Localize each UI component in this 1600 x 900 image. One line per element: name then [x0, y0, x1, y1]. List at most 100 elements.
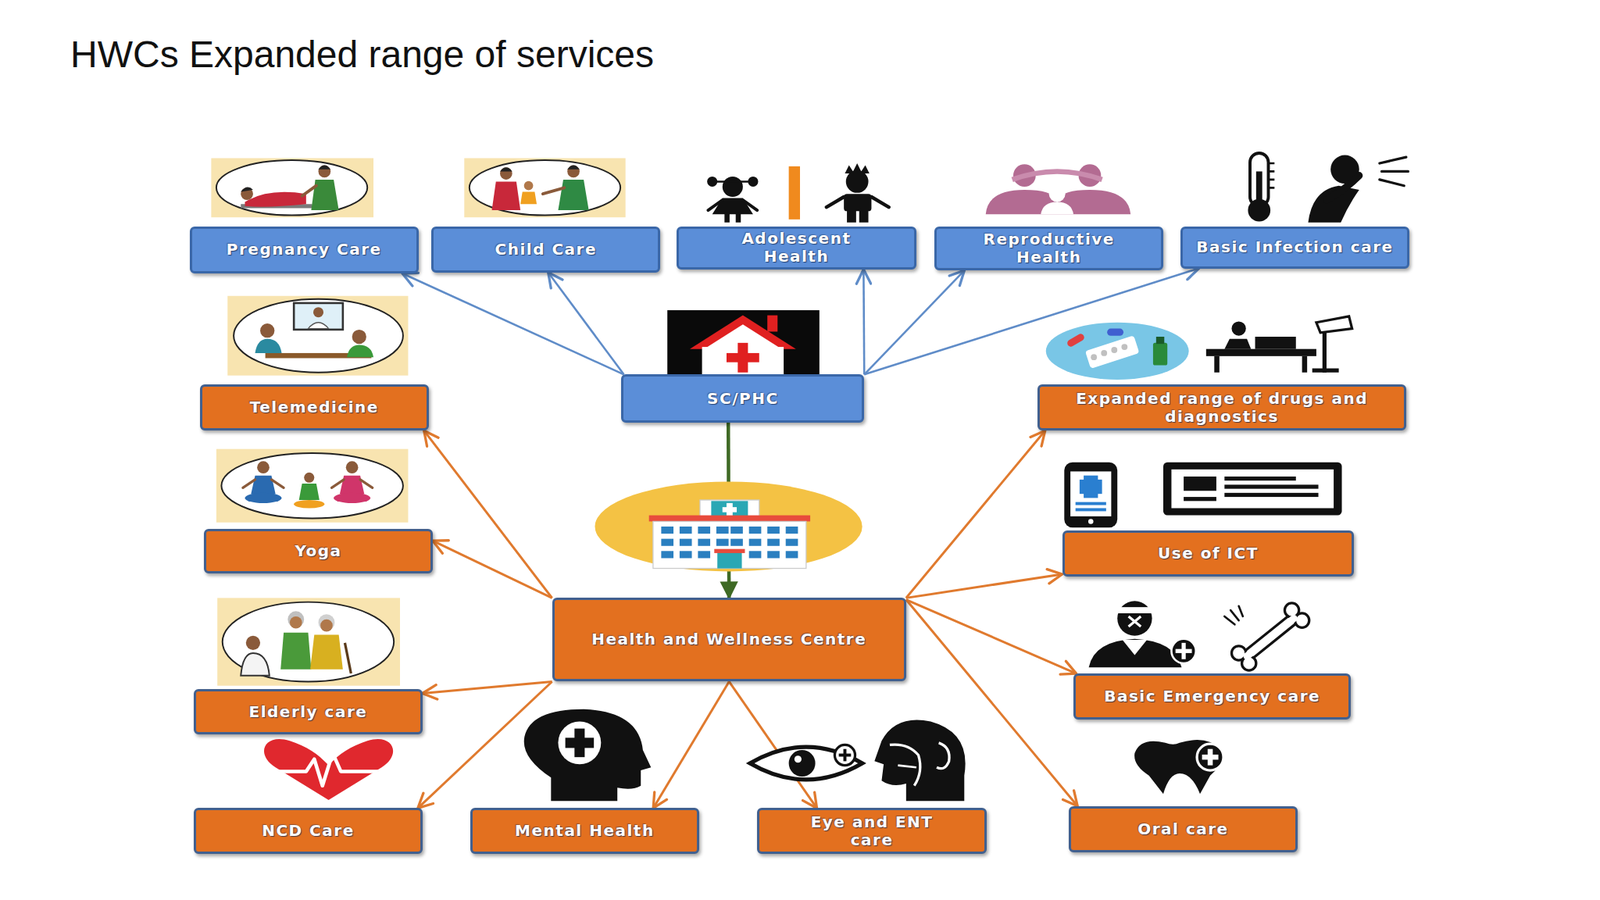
hwc-building-icon — [785, 539, 799, 547]
pregnancy-illustration — [240, 187, 254, 200]
service-box: Telemedicine — [200, 384, 429, 431]
elderly-illustration — [310, 634, 343, 669]
diagnostic-equipment-icon — [1206, 349, 1317, 357]
elderly-illustration — [217, 597, 400, 686]
adolescent-icon — [846, 170, 869, 193]
telemedicine-illustration — [255, 339, 283, 354]
hwc-building-icon — [749, 550, 762, 558]
service-box: Reproductive Health — [934, 226, 1164, 271]
connector-arrow — [906, 574, 1063, 598]
hwc-building-icon — [767, 526, 780, 534]
node-label: Basic Emergency care — [1103, 687, 1321, 706]
emergency-icon — [1246, 618, 1294, 657]
emergency-icon — [1089, 600, 1310, 671]
service-box: NCD Care — [193, 807, 423, 854]
mental-health-icon — [565, 737, 595, 748]
yoga-illustration — [331, 479, 372, 488]
mental-health-icon — [557, 721, 601, 765]
emergency-icon — [1181, 642, 1186, 660]
child-care-illustration — [542, 187, 565, 194]
elderly-illustration — [246, 635, 261, 650]
heart-icon — [264, 739, 393, 800]
elderly-illustration — [289, 616, 303, 629]
hwc-building-icon — [749, 526, 762, 534]
hwc-building-icon — [785, 526, 799, 534]
emergency-icon — [1246, 618, 1294, 657]
yoga-illustration — [257, 460, 270, 474]
connector-arrow — [906, 430, 1046, 598]
connector-arrow — [422, 681, 553, 693]
yoga-illustration — [221, 453, 403, 519]
emergency-icon — [1117, 600, 1152, 636]
node-text-holder: NCD Care — [261, 821, 355, 840]
hub-box: SC/PHC — [621, 374, 865, 422]
node-label: Reproductive Health — [959, 230, 1140, 267]
eye-ent-icon — [889, 744, 921, 786]
hwc-building-icon — [785, 550, 799, 558]
node-label: SC/PHC — [707, 389, 779, 408]
telemedicine-illustration — [293, 303, 343, 330]
yoga-illustration — [303, 472, 315, 483]
drugs-icon — [1153, 342, 1168, 366]
tooth-icon — [1196, 743, 1224, 771]
ict-icon — [1064, 462, 1342, 529]
yoga-illustration — [244, 492, 282, 504]
node-label: Telemedicine — [250, 398, 379, 417]
adolescent-icon — [735, 212, 742, 223]
service-box: Mental Health — [470, 807, 700, 854]
pregnancy-illustration — [244, 192, 306, 208]
node-text-holder: Basic Infection care — [1196, 238, 1393, 257]
adolescent-icon — [707, 163, 889, 223]
adolescent-icon — [707, 176, 718, 187]
drugs-icon — [1046, 322, 1190, 380]
reproductive-icon — [1040, 202, 1074, 215]
adolescent-icon — [747, 176, 758, 187]
ict-icon — [1183, 476, 1217, 491]
node-text-holder: Basic Emergency care — [1103, 687, 1321, 706]
connector-arrow — [862, 269, 866, 375]
connector-arrow — [653, 681, 729, 808]
child-care-illustration — [464, 157, 625, 218]
yoga-illustration — [293, 500, 325, 508]
eye-ent-icon — [936, 742, 950, 769]
ict-icon — [1224, 484, 1318, 489]
adolescent-icon — [722, 176, 743, 197]
node-text-holder: Mental Health — [514, 821, 655, 840]
service-box: Yoga — [203, 528, 433, 574]
diagnostic-equipment-icon — [1224, 339, 1251, 350]
heart-icon — [273, 753, 384, 786]
service-box: Pregnancy Care — [189, 226, 419, 274]
service-box: Basic Emergency care — [1073, 673, 1351, 720]
node-label: Oral care — [1137, 820, 1229, 839]
hwc-building-icon — [594, 481, 862, 572]
telemedicine-illustration — [313, 307, 324, 318]
service-box: Eye and ENT care — [757, 807, 987, 854]
eye-ent-icon — [843, 749, 847, 762]
hwc-building-icon — [749, 539, 762, 547]
telemedicine-illustration — [260, 323, 275, 338]
hwc-building-icon — [717, 552, 742, 569]
infection-icon — [1268, 163, 1275, 188]
sc-phc-icon — [767, 315, 778, 333]
adolescent-icon — [844, 163, 869, 174]
node-label: Use of ICT — [1157, 544, 1259, 563]
ict-icon — [1064, 462, 1118, 529]
adolescent-icon — [712, 197, 754, 215]
eye-ent-icon — [834, 744, 855, 765]
diagnostic-equipment-icon — [1231, 321, 1246, 336]
child-care-illustration — [500, 167, 513, 180]
hwc-building-icon — [697, 526, 711, 534]
node-label: Yoga — [294, 542, 342, 561]
hwc-building-icon — [697, 550, 711, 558]
node-text-holder: Child Care — [495, 240, 598, 259]
adolescent-icon — [789, 166, 800, 220]
emergency-icon — [1117, 607, 1152, 614]
telemedicine-illustration — [227, 296, 408, 376]
connector-arrow — [424, 430, 553, 598]
adolescent-icon — [846, 209, 857, 223]
adolescent-icon — [826, 196, 890, 208]
diagnostic-equipment-icon — [1206, 316, 1353, 373]
elderly-illustration — [320, 619, 333, 633]
pregnancy-illustration — [318, 165, 332, 170]
